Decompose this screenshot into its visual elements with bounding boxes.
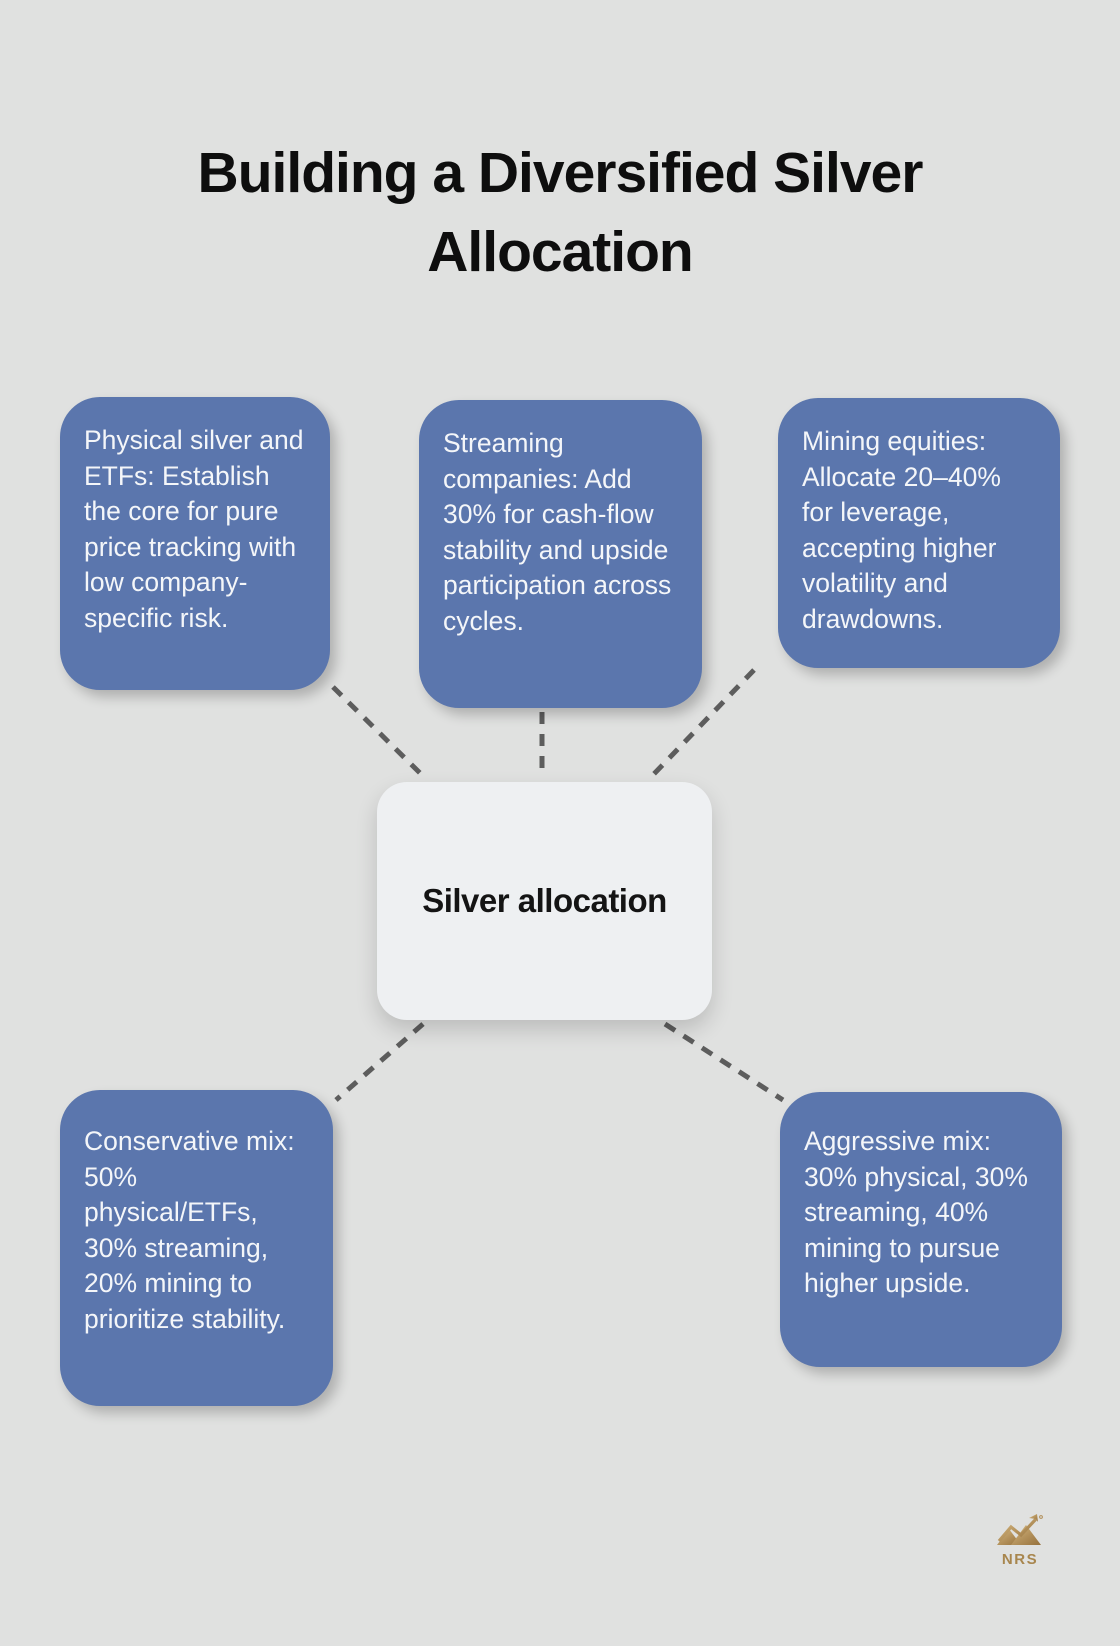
diagram-node-aggressive-mix: Aggressive mix: 30% physical, 30% stream…	[780, 1092, 1062, 1367]
diagram-node-conservative-mix: Conservative mix: 50% physical/ETFs, 30%…	[60, 1090, 333, 1406]
nrs-logo: NRS	[987, 1514, 1053, 1568]
diagram-node-streaming: Streaming companies: Add 30% for cash-fl…	[419, 400, 702, 708]
mountain-arrow-icon	[997, 1514, 1043, 1545]
node-text-physical-etfs: Physical silver and ETFs: Establish the …	[84, 425, 304, 633]
diagram-node-physical-etfs: Physical silver and ETFs: Establish the …	[60, 397, 330, 690]
node-text-conservative-mix: Conservative mix: 50% physical/ETFs, 30%…	[84, 1126, 295, 1334]
diagram-center-node: Silver allocation	[377, 782, 712, 1020]
nrs-logo-text: NRS	[1001, 1551, 1039, 1568]
connector-physical-center	[331, 685, 425, 778]
connector-center-conservative	[334, 1022, 425, 1102]
node-text-aggressive-mix: Aggressive mix: 30% physical, 30% stream…	[804, 1126, 1028, 1298]
node-text-mining: Mining equities: Allocate 20–40% for lev…	[802, 426, 1001, 634]
node-text-streaming: Streaming companies: Add 30% for cash-fl…	[443, 428, 672, 636]
page-title: Building a Diversified Silver Allocation	[197, 141, 924, 284]
connector-center-aggressive	[663, 1021, 785, 1103]
center-node-label: Silver allocation	[422, 882, 667, 919]
diagram-node-mining: Mining equities: Allocate 20–40% for lev…	[778, 398, 1060, 668]
